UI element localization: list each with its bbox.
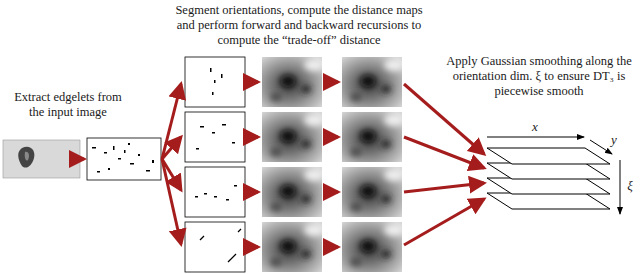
- plane-stack: [487, 148, 610, 209]
- edgelet-dots: [195, 68, 241, 262]
- orientation-images: [185, 57, 245, 272]
- step-description: Extract edgelets from the input image: [12, 90, 124, 120]
- axis-label: ξ: [624, 178, 636, 194]
- axis-label: y: [607, 132, 621, 148]
- edgelet-image: [87, 138, 161, 180]
- axis-label: x: [528, 119, 542, 135]
- axes: [487, 137, 620, 214]
- flow-arrows: [80, 82, 484, 247]
- step-description: Apply Gaussian smoothing along the orien…: [443, 54, 635, 99]
- distance-maps: [262, 57, 404, 272]
- step-description: Segment orientations, compute the distan…: [168, 3, 430, 48]
- input-image: [3, 140, 80, 178]
